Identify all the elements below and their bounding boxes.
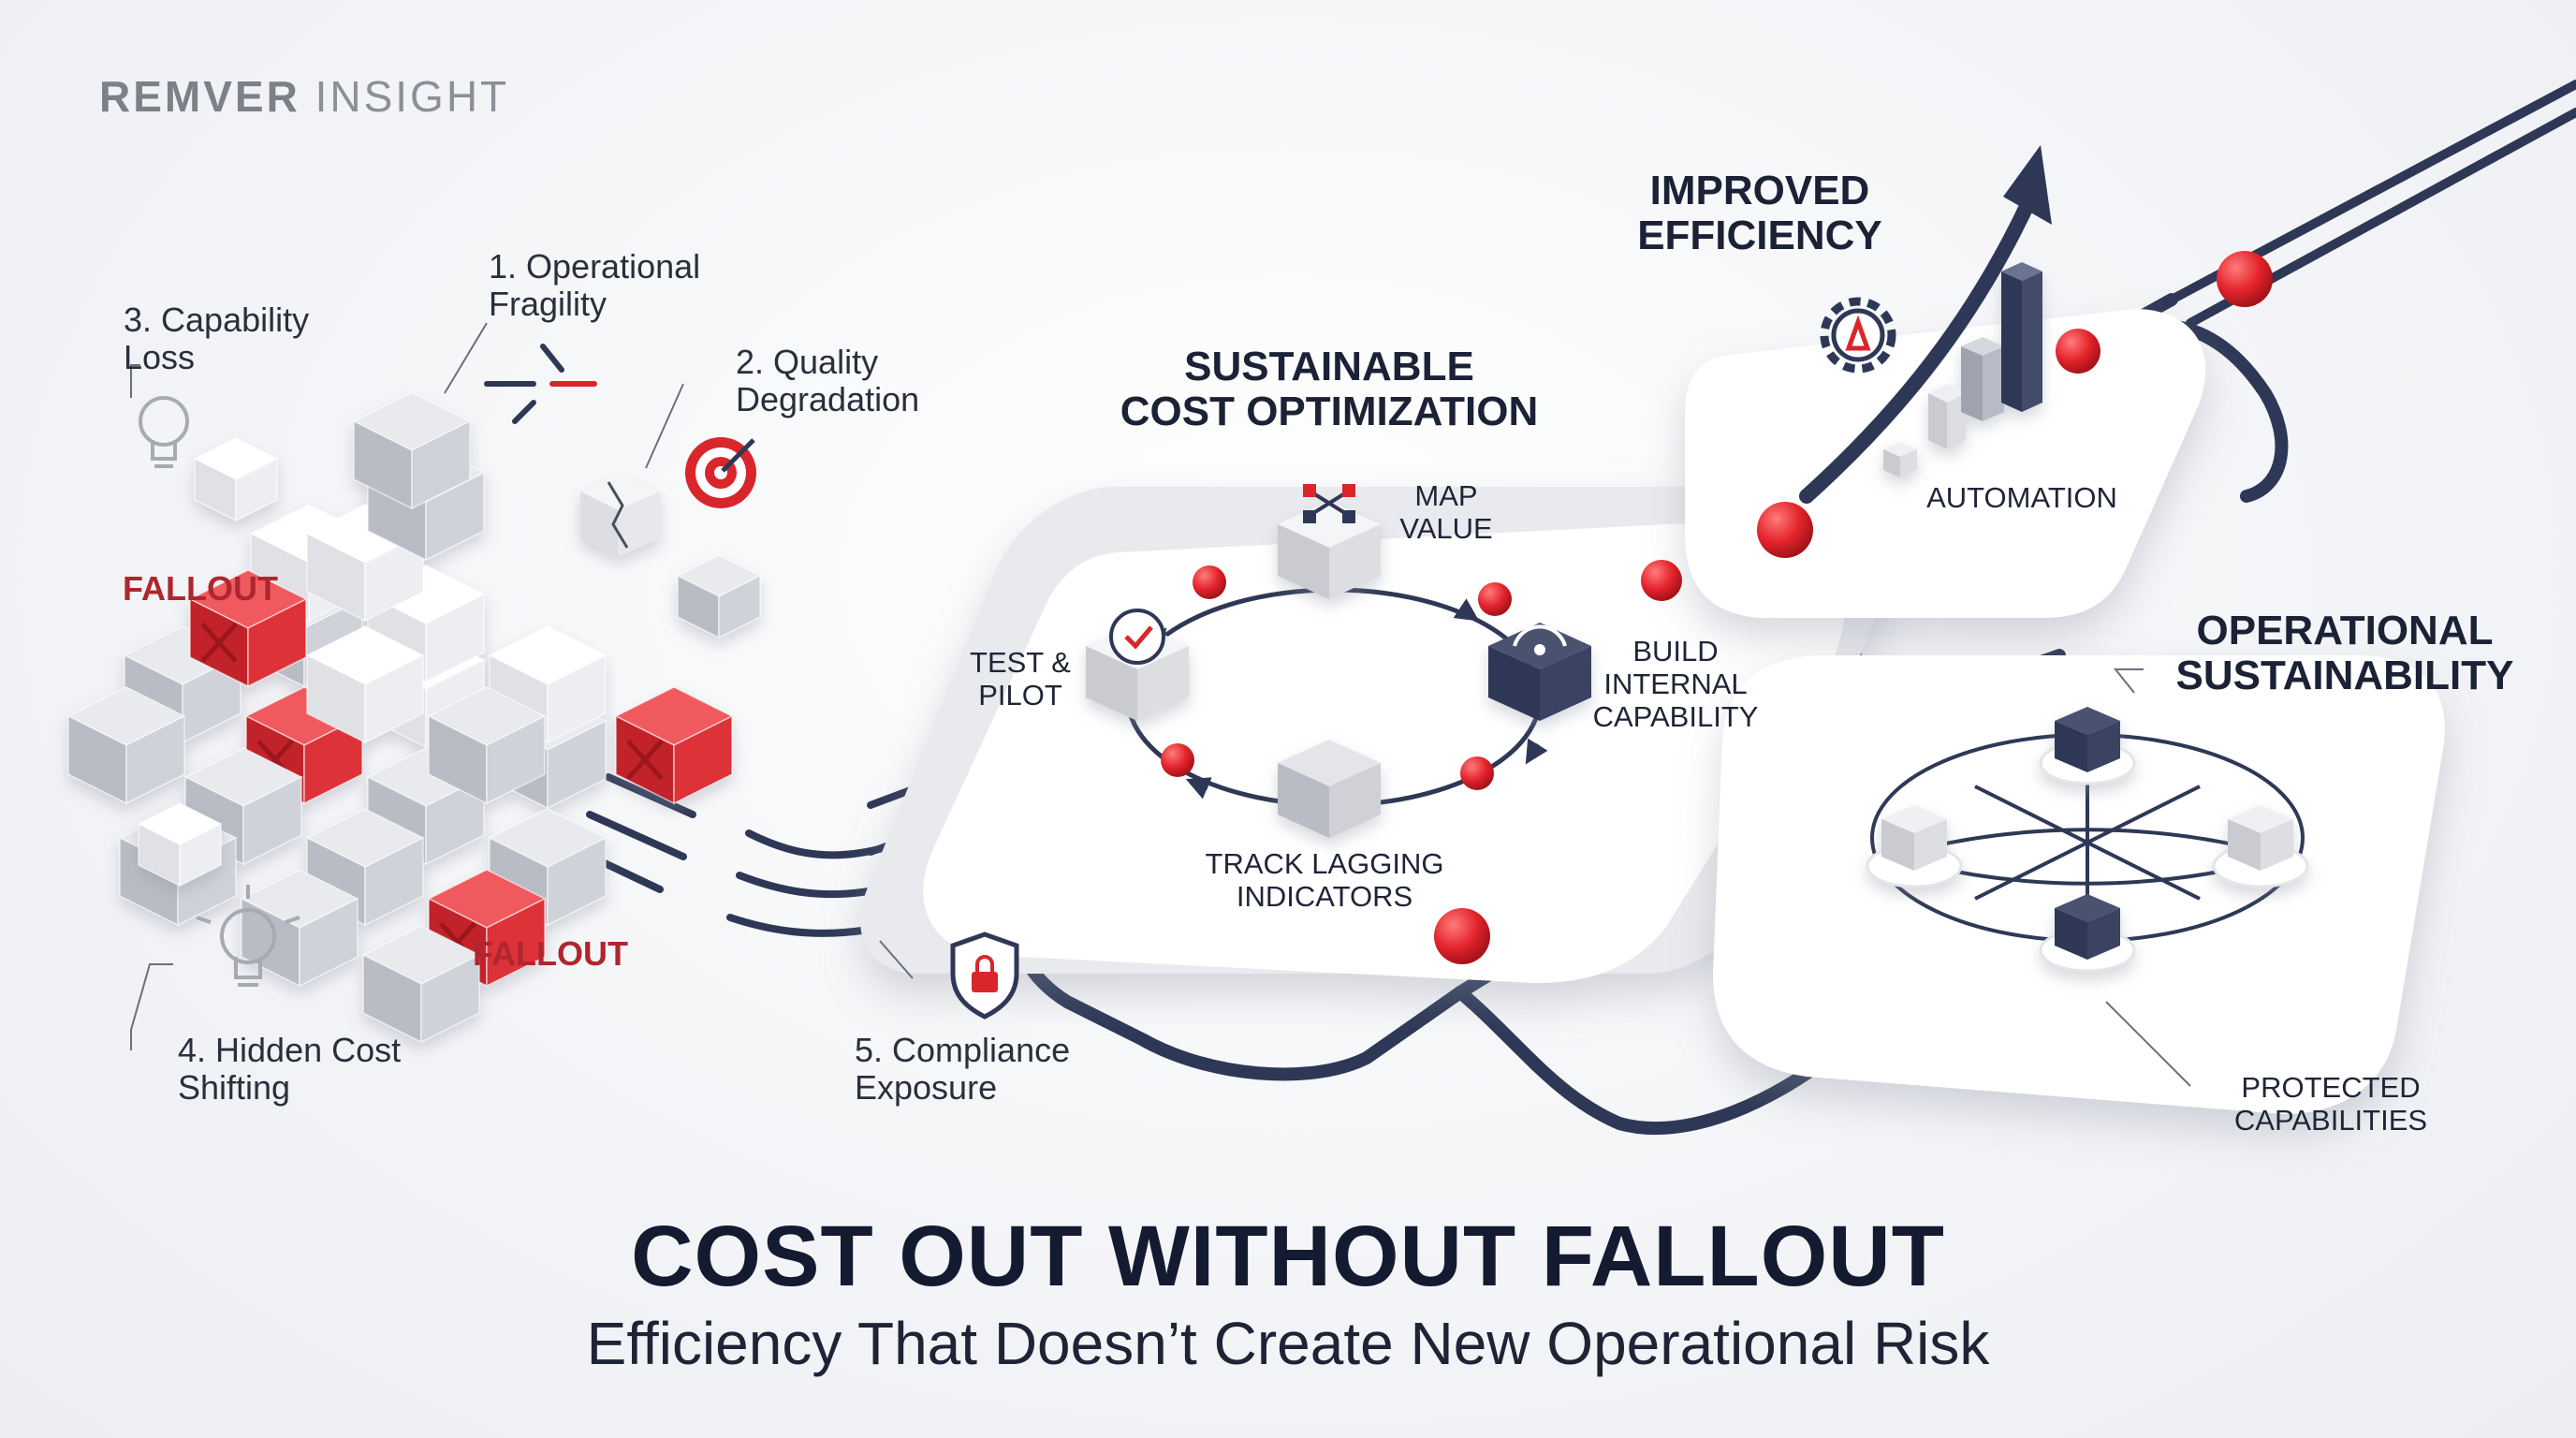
brand-logo: REMVER INSIGHT [99, 72, 510, 121]
fallout-label: FALLOUT [473, 934, 628, 973]
risk-capability-loss: 3. Capability Loss [124, 301, 310, 376]
label-build-internal-capability: BUILD INTERNAL CAPABILITY [1592, 635, 1759, 733]
main-title: COST OUT WITHOUT FALLOUT [631, 1209, 1945, 1304]
failed-cube [614, 686, 734, 805]
risk-hidden-cost-shifting: 4. Hidden Cost Shifting [178, 1031, 402, 1107]
pipeline-node [2217, 251, 2273, 307]
platform-efficiency [1685, 309, 2206, 618]
risk-quality-degradation: 2. Quality Degradation [736, 343, 920, 418]
label-protected-capabilities: PROTECTED CAPABILITIES [2233, 1071, 2428, 1137]
cycle-node [1193, 565, 1226, 599]
check-target-icon [1109, 609, 1165, 665]
label-track-lagging-indicators: TRACK LAGGING INDICATORS [1205, 847, 1444, 913]
failed-cube [188, 569, 308, 688]
label-automation: AUTOMATION [1926, 481, 2117, 514]
lightbulb-icon [196, 885, 300, 987]
cube [427, 686, 547, 805]
leader-lines [130, 322, 2191, 1087]
subtitle: Efficiency That Doesn’t Create New Opera… [586, 1310, 1990, 1377]
pipeline-node [1434, 908, 1490, 964]
cycle [1086, 484, 1591, 838]
risk-compliance-exposure: 5. Compliance Exposure [855, 1031, 1071, 1107]
cube [352, 391, 472, 510]
heading-sustainable-cost-optimization: SUSTAINABLE COST OPTIMIZATION [1120, 344, 1539, 434]
gear-icon [1820, 297, 1896, 374]
cycle-node [1460, 756, 1494, 790]
heading-operational-sustainability: OPERATIONAL SUSTAINABILITY [2175, 608, 2514, 698]
cycle-node [1478, 582, 1512, 616]
track-indicators-cube [1278, 740, 1381, 838]
lightbulb-icon [139, 396, 189, 468]
failed-cube [427, 869, 547, 988]
network-icon [1303, 484, 1355, 523]
pipeline-node [1757, 502, 1813, 558]
label-test-pilot: TEST & PILOT [970, 646, 1071, 712]
cycle-node [1161, 743, 1194, 777]
cube [361, 925, 481, 1044]
loose-cubes [137, 437, 762, 888]
loose-cube [137, 802, 223, 888]
cube [66, 686, 186, 805]
heading-improved-efficiency: IMPROVED EFFICIENCY [1637, 168, 1882, 258]
cracked-cube-icon [580, 473, 660, 557]
efficiency-chart-icon [1799, 145, 2052, 504]
shield-lock-icon [950, 932, 1019, 1020]
platform-sustainable [860, 487, 1901, 983]
cube [305, 625, 425, 744]
loose-cube [676, 554, 762, 639]
broken-link-icon [484, 344, 597, 424]
loose-cube [193, 437, 279, 522]
pipeline-node [2056, 329, 2100, 374]
target-icon [685, 437, 756, 508]
label-map-value: MAP VALUE [1399, 479, 1493, 545]
fallout-label: FALLOUT [123, 569, 278, 608]
operational-network [1866, 707, 2309, 973]
pipeline-node [1641, 560, 1682, 601]
gauge-icon [1513, 624, 1567, 655]
cube [305, 504, 425, 623]
risk-operational-fragility: 1. Operational Fragility [489, 247, 701, 323]
